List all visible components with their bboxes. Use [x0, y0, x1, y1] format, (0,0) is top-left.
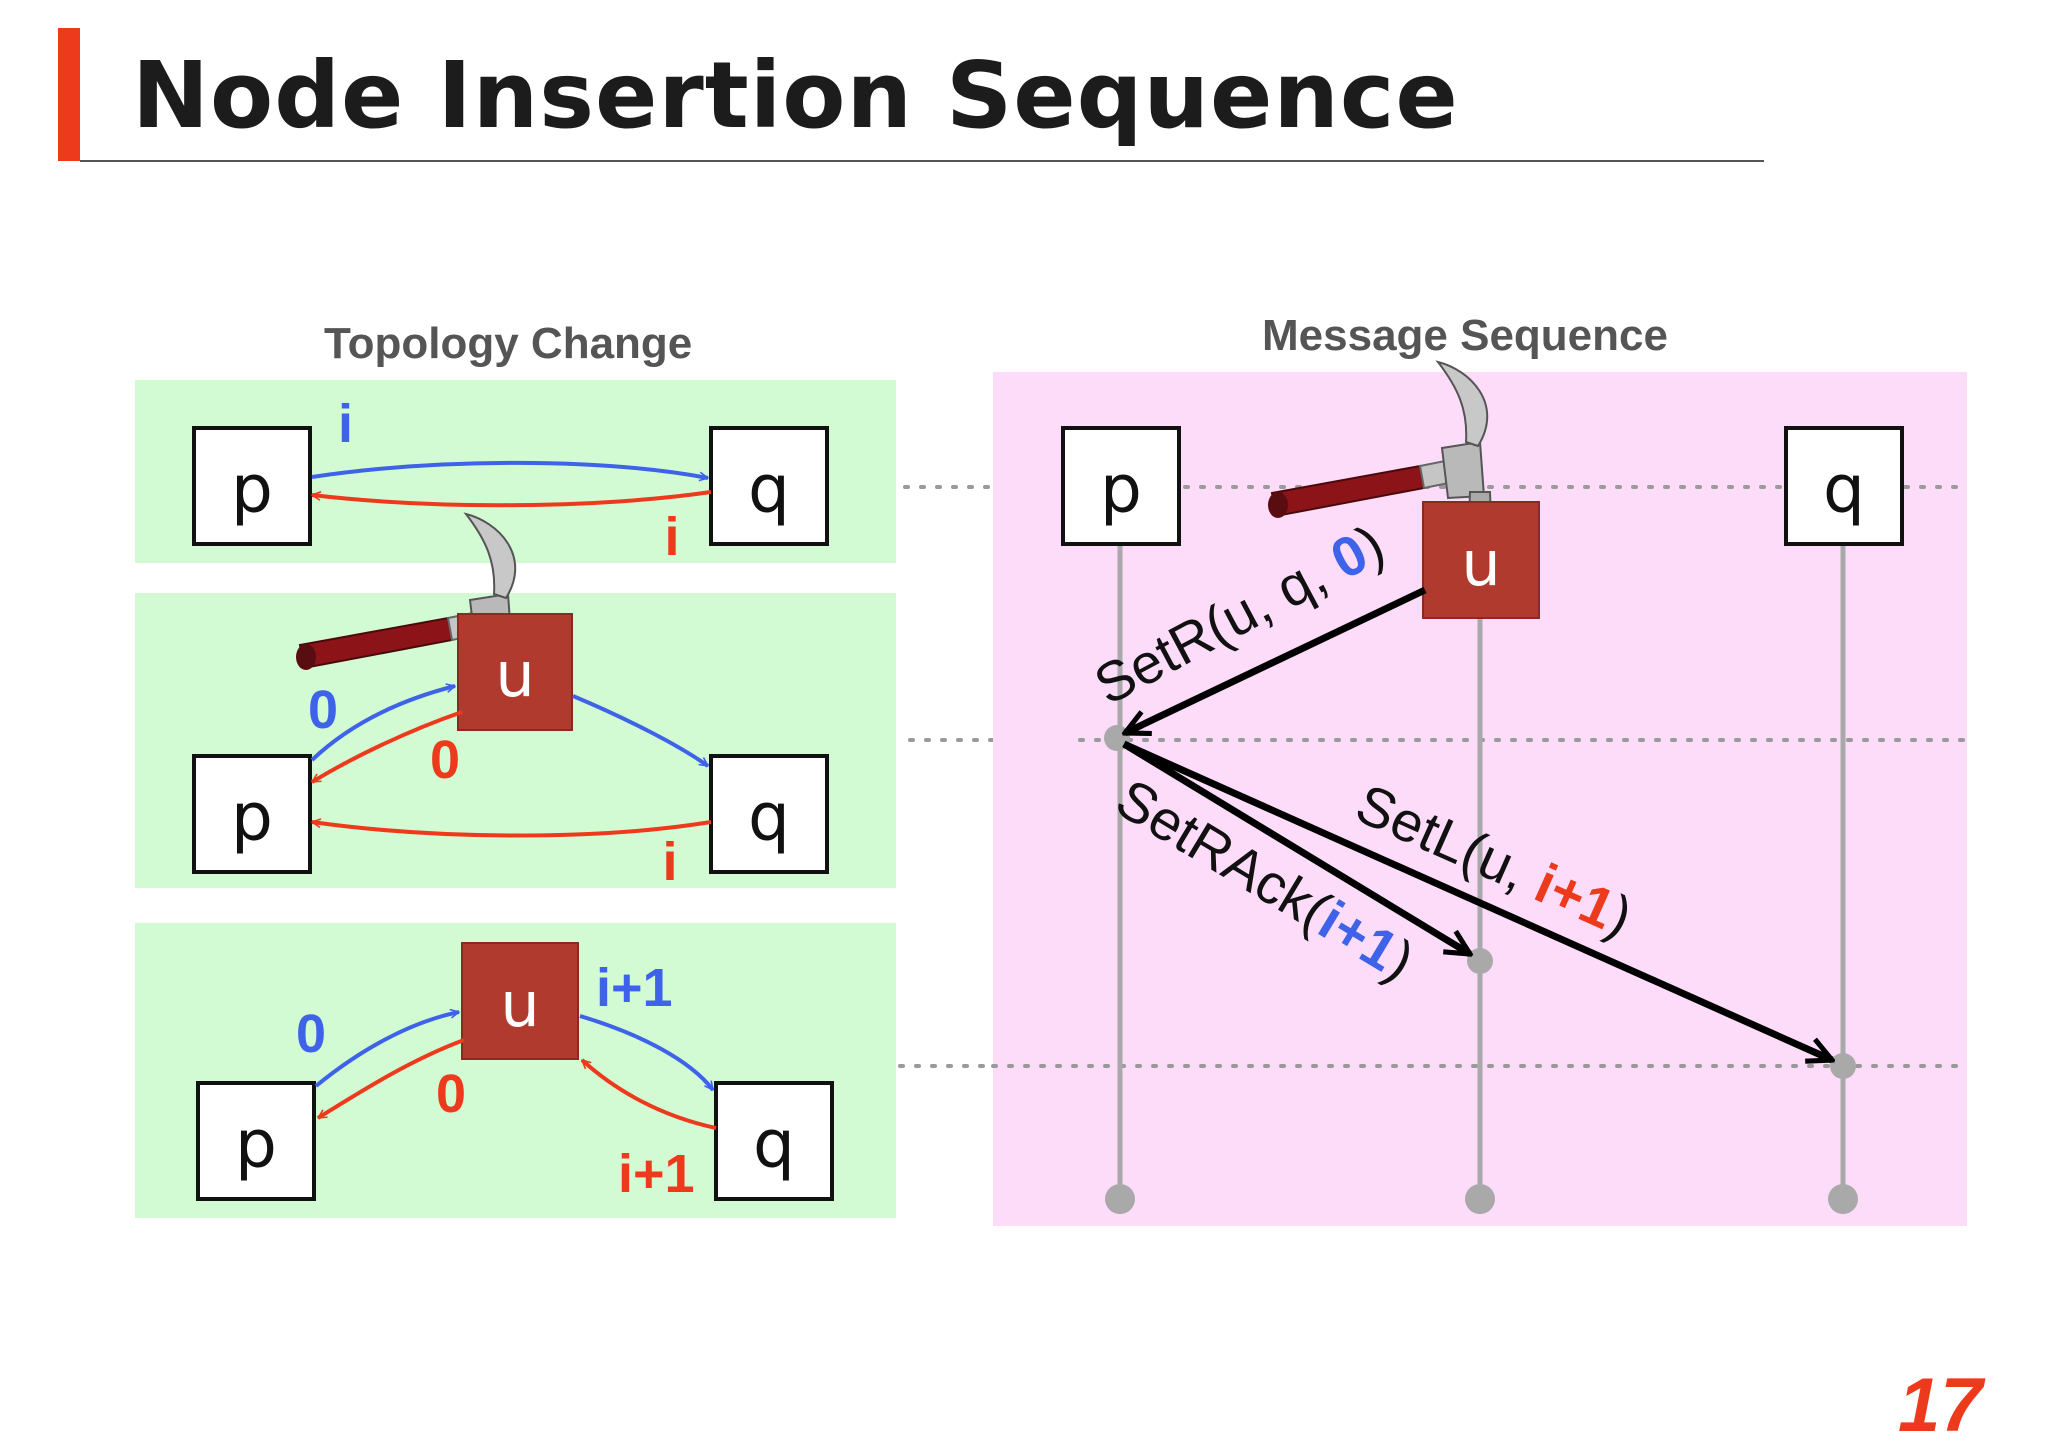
edge-q-to-p — [312, 490, 712, 508]
node-u: u — [461, 942, 579, 1060]
node-label: u — [500, 968, 539, 1041]
edge-label-red: i+1 — [618, 1144, 695, 1204]
node-label: p — [231, 779, 273, 856]
edge-label-red: 0 — [430, 730, 460, 790]
edge-p-to-u — [310, 686, 455, 762]
message-arrow-setr — [1125, 586, 1427, 737]
node-u: u — [1422, 501, 1540, 619]
node-label: q — [753, 1106, 795, 1183]
node-label: q — [748, 779, 790, 856]
edge-label-blue: 0 — [308, 680, 338, 740]
node-box — [196, 1081, 316, 1201]
edge-label-blue: i — [338, 394, 353, 454]
lifeline-end-dot — [1828, 1184, 1858, 1214]
message-arrow-setl — [1122, 740, 1832, 1060]
edge-q-to-u — [580, 1058, 717, 1130]
topology-heading: Topology Change — [324, 319, 693, 368]
edge-label-red: i — [662, 832, 677, 892]
node-label: p — [231, 451, 273, 528]
edge-label-red: i — [664, 507, 679, 567]
node-label: u — [495, 638, 534, 711]
title-accent-bar — [58, 28, 80, 161]
edge-q-to-p — [312, 822, 712, 838]
topology-panel-3: u p q 0 0 i+1 i+1 — [135, 923, 1965, 1218]
node-u: u — [457, 613, 573, 731]
event-dot — [1830, 1053, 1856, 1079]
page-title: Node Insertion Sequence — [132, 42, 1459, 149]
title-underline — [80, 160, 1764, 162]
node-box — [709, 754, 829, 874]
node-box — [714, 1081, 834, 1201]
edge-u-to-q — [572, 694, 708, 768]
page-number: 17 — [1898, 1363, 1983, 1448]
edge-label-red: 0 — [436, 1064, 466, 1124]
node-box — [192, 426, 312, 546]
edge-label-blue: i+1 — [596, 958, 673, 1018]
node-label: q — [748, 451, 790, 528]
node-label: p — [1100, 451, 1142, 528]
edge-u-to-p — [318, 1038, 465, 1120]
node-label: p — [235, 1106, 277, 1183]
node-box — [461, 942, 579, 1060]
lifeline-end-dot — [1105, 1184, 1135, 1214]
node-p: p — [1061, 426, 1181, 546]
message-sequence-panel: p q u SetR(u, q, 0) SetRAck(i+1) SetL(u,… — [991, 361, 1967, 1226]
edge-label-blue: 0 — [296, 1004, 326, 1064]
node-box — [1422, 501, 1540, 619]
node-p: p — [196, 1081, 316, 1201]
node-box — [709, 426, 829, 546]
node-label: u — [1461, 527, 1500, 600]
edge-u-to-p — [312, 710, 463, 784]
node-p: p — [192, 754, 312, 874]
lifeline-end-dot — [1465, 1184, 1495, 1214]
node-box — [192, 754, 312, 874]
node-q: q — [709, 426, 829, 546]
node-box — [1784, 426, 1904, 546]
node-label: q — [1823, 451, 1865, 528]
node-box — [457, 613, 573, 731]
edge-u-to-q — [579, 1014, 715, 1090]
node-q: q — [709, 754, 829, 874]
node-q: q — [1784, 426, 1904, 546]
node-q: q — [714, 1081, 834, 1201]
edge-p-to-u — [314, 1012, 459, 1088]
node-box — [1061, 426, 1181, 546]
node-p: p — [192, 426, 312, 546]
topology-panel-1: p q i i — [135, 380, 1065, 567]
message-sequence-heading: Message Sequence — [1262, 311, 1668, 360]
edge-p-to-q — [311, 460, 708, 478]
message-arrow-setrack — [1122, 741, 1470, 957]
